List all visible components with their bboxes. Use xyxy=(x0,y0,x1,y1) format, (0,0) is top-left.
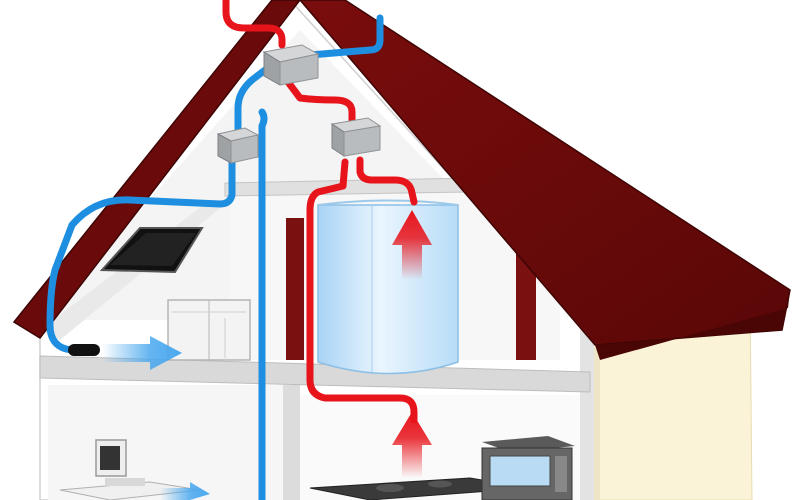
supply-airflow-arrow-ground xyxy=(160,482,210,500)
exhaust-duct-shower xyxy=(356,156,418,206)
exhaust-air-ducts xyxy=(222,0,418,424)
supply-duct-left-branch xyxy=(46,156,236,354)
wardrobe-icon xyxy=(167,299,251,361)
exhaust-duct-kitchen xyxy=(306,158,418,424)
microwave-icon xyxy=(481,436,575,500)
supply-duct-main xyxy=(234,66,269,139)
supply-outlet-nozzle xyxy=(68,344,100,356)
exhaust-airflow-arrow-kitchen xyxy=(392,412,432,478)
supply-airflow-arrow xyxy=(102,336,182,370)
shower-icon xyxy=(317,199,459,375)
roof-fascia xyxy=(595,290,790,360)
interior-wall-left xyxy=(286,218,304,360)
exhaust-airflow-arrow-shower xyxy=(392,210,432,280)
roof xyxy=(12,0,791,360)
roof-skylight xyxy=(99,227,204,274)
roof-left-slope xyxy=(12,0,301,339)
supply-duct-roof-intake xyxy=(306,14,384,59)
exhaust-duct-main xyxy=(284,78,356,126)
supply-junction-box xyxy=(216,127,260,164)
computer-monitor-icon xyxy=(59,439,201,500)
exhaust-duct-roof-outlet xyxy=(222,0,286,49)
supply-duct-down xyxy=(258,108,268,500)
supply-air-ducts xyxy=(46,14,384,500)
exhaust-junction-box xyxy=(330,117,382,157)
ventilation-unit-box xyxy=(262,44,320,86)
